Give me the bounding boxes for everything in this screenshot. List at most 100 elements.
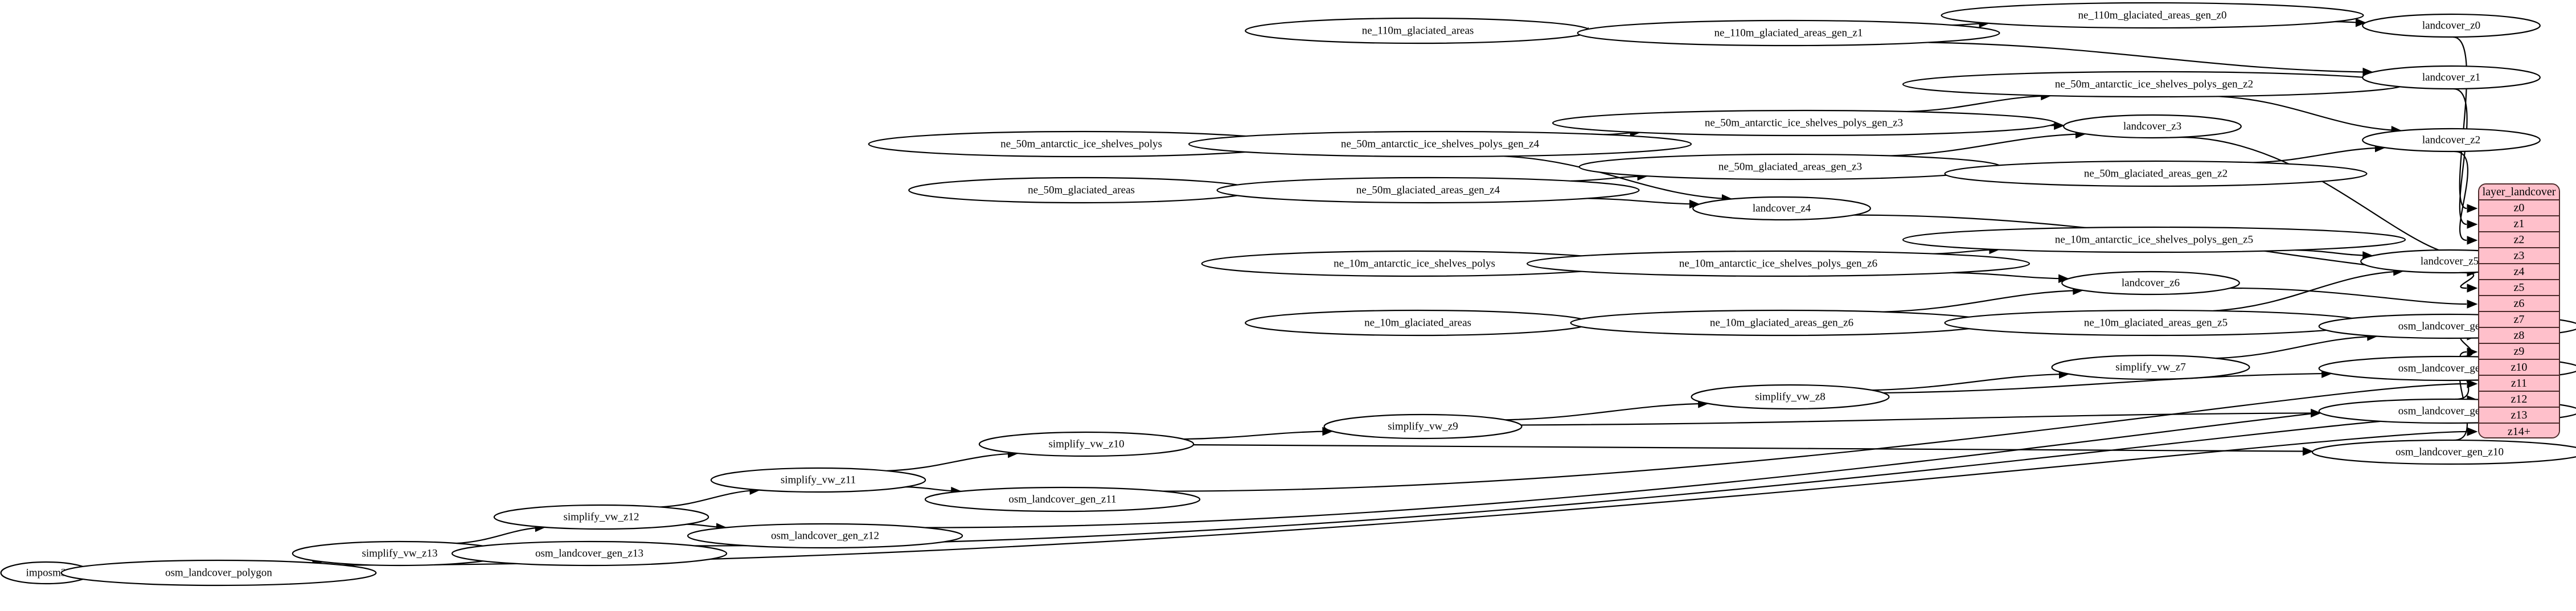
node-shape — [1941, 2, 2364, 29]
graph-edge — [342, 427, 2478, 566]
graph-edge — [1928, 42, 2374, 77]
node-label: ne_10m_glaciated_areas_gen_z5 — [2084, 317, 2228, 329]
node-label: ne_10m_antarctic_ice_shelves_polys — [1334, 257, 1495, 269]
layer-landcover-row-z9[interactable]: z9 — [2479, 344, 2559, 360]
graph-node-ne_50m_glaciated_areas_gen_z3[interactable]: ne_50m_glaciated_areas_gen_z3 — [1578, 153, 2002, 181]
node-shape — [1692, 196, 1871, 221]
graph-node-ne_10m_antarctic_ice_shelves_polys_gen_z6[interactable]: ne_10m_antarctic_ice_shelves_polys_gen_z… — [1526, 250, 2031, 277]
node-label: ne_110m_glaciated_areas_gen_z0 — [2078, 9, 2227, 21]
layer-landcover-row-z11[interactable]: z11 — [2479, 376, 2559, 392]
graph-node-ne_50m_glaciated_areas_gen_z4[interactable]: ne_50m_glaciated_areas_gen_z4 — [1216, 177, 1640, 204]
graph-node-landcover_z4[interactable]: landcover_z4 — [1692, 196, 1871, 221]
graph-node-osm_landcover_gen_z10[interactable]: osm_landcover_gen_z10 — [2311, 439, 2576, 465]
node-shape — [1323, 413, 1523, 440]
graph-node-simplify_vw_z12[interactable]: simplify_vw_z12 — [493, 504, 709, 530]
graph-node-osm_landcover_gen_z12[interactable]: osm_landcover_gen_z12 — [687, 523, 963, 549]
graph-node-ne_110m_glaciated_areas[interactable]: ne_110m_glaciated_areas — [1245, 17, 1591, 44]
edge-line — [1883, 289, 2083, 313]
layer-landcover-row-z2[interactable]: z2 — [2479, 232, 2559, 248]
graph-node-ne_110m_glaciated_areas_gen_z1[interactable]: ne_110m_glaciated_areas_gen_z1 — [1577, 19, 2000, 47]
graph-node-ne_110m_glaciated_areas_gen_z0[interactable]: ne_110m_glaciated_areas_gen_z0 — [1941, 2, 2364, 29]
node-label: simplify_vw_z7 — [2115, 361, 2186, 373]
graph-node-ne_50m_glaciated_areas_gen_z2[interactable]: ne_50m_glaciated_areas_gen_z2 — [1944, 160, 2368, 187]
graph-node-osm_landcover_gen_z13[interactable]: osm_landcover_gen_z13 — [451, 540, 728, 567]
layer-landcover-row-z7[interactable]: z7 — [2479, 312, 2559, 328]
graph-edge — [2218, 96, 2402, 135]
graph-edge — [1521, 408, 2322, 426]
node-label: osm_landcover_gen_z11 — [1008, 493, 1116, 505]
edge-line — [1183, 430, 1332, 440]
graph-node-osm_landcover_gen_z11[interactable]: osm_landcover_gen_z11 — [924, 486, 1201, 512]
graph-edge — [659, 486, 761, 508]
node-label: simplify_vw_z8 — [1755, 391, 1826, 403]
graph-node-ne_50m_antarctic_ice_shelves_polys_gen_z2[interactable]: ne_50m_antarctic_ice_shelves_polys_gen_z… — [1902, 71, 2406, 98]
node-label: ne_50m_glaciated_areas_gen_z2 — [2084, 167, 2228, 179]
layer-landcover-row-z10[interactable]: z10 — [2479, 360, 2559, 376]
graph-node-ne_50m_antarctic_ice_shelves_polys[interactable]: ne_50m_antarctic_ice_shelves_polys — [868, 130, 1295, 158]
graph-node-ne_50m_glaciated_areas[interactable]: ne_50m_glaciated_areas — [908, 177, 1254, 204]
node-label: landcover_z4 — [1753, 202, 1811, 214]
layer-landcover-row-z4[interactable]: z4 — [2479, 264, 2559, 280]
edge-line — [2454, 150, 2469, 241]
node-label: ne_50m_glaciated_areas — [1028, 184, 1135, 196]
graph-edge — [2295, 249, 2373, 260]
graph-node-ne_10m_glaciated_areas_gen_z6[interactable]: ne_10m_glaciated_areas_gen_z6 — [1570, 309, 1993, 337]
node-shape — [1526, 250, 2031, 277]
node-shape — [1216, 177, 1640, 204]
layer-landcover-row-z6[interactable]: z6 — [2479, 296, 2559, 312]
edge-arrowhead — [2467, 204, 2478, 213]
node-label: osm_landcover_gen_z9 — [2398, 405, 2501, 417]
node-label: osm_landcover_gen_z10 — [2395, 446, 2504, 458]
node-shape — [1552, 109, 2056, 137]
edge-line — [1521, 412, 2321, 426]
graph-node-landcover_z1[interactable]: landcover_z1 — [2362, 65, 2541, 90]
graph-node-ne_50m_antarctic_ice_shelves_polys_gen_z3[interactable]: ne_50m_antarctic_ice_shelves_polys_gen_z… — [1552, 109, 2056, 137]
graph-node-ne_10m_glaciated_areas_gen_z5[interactable]: ne_10m_glaciated_areas_gen_z5 — [1944, 309, 2368, 337]
graph-edge — [2460, 272, 2478, 293]
graph-node-ne_10m_antarctic_ice_shelves_polys_gen_z5[interactable]: ne_10m_antarctic_ice_shelves_polys_gen_z… — [1902, 226, 2406, 253]
graph-node-simplify_vw_z8[interactable]: simplify_vw_z8 — [1691, 384, 1890, 410]
layer-landcover-row-z3[interactable]: z3 — [2479, 248, 2559, 264]
edge-line — [1883, 372, 2332, 394]
node-shape — [60, 559, 377, 587]
graph-node-ne_10m_antarctic_ice_shelves_polys[interactable]: ne_10m_antarctic_ice_shelves_polys — [1201, 250, 1628, 277]
graph-edge — [2230, 287, 2478, 309]
graph-node-simplify_vw_z9[interactable]: simplify_vw_z9 — [1323, 413, 1523, 440]
graph-node-simplify_vw_z11[interactable]: simplify_vw_z11 — [710, 467, 926, 493]
node-label: ne_50m_antarctic_ice_shelves_polys_gen_z… — [1341, 138, 1540, 150]
graph-node-landcover_z0[interactable]: landcover_z0 — [2362, 13, 2541, 38]
edge-line — [1928, 42, 2373, 73]
edge-line — [1570, 175, 1648, 182]
graph-edge — [1883, 286, 2084, 313]
node-label: ne_50m_antarctic_ice_shelves_polys — [1000, 138, 1162, 150]
layer-landcover-row-z13[interactable]: z13 — [2479, 408, 2559, 424]
graph-node-osm_landcover_polygon[interactable]: osm_landcover_polygon — [60, 559, 377, 587]
layer-landcover-row-z0[interactable]: z0 — [2479, 200, 2559, 216]
graph-edge — [1587, 198, 1700, 209]
edge-arrowhead — [2467, 300, 2478, 309]
edge-line — [1952, 272, 2069, 280]
graph-node-ne_50m_antarctic_ice_shelves_polys_gen_z4[interactable]: ne_50m_antarctic_ice_shelves_polys_gen_z… — [1188, 130, 1692, 158]
node-label: osm_landcover_gen_z8 — [2398, 362, 2501, 374]
node-label: ne_50m_glaciated_areas_gen_z4 — [1356, 184, 1500, 196]
node-label: osm_landcover_gen_z12 — [771, 530, 879, 542]
layer-landcover-row-z5[interactable]: z5 — [2479, 280, 2559, 296]
graph-node-simplify_vw_z10[interactable]: simplify_vw_z10 — [978, 431, 1195, 457]
graph-node-ne_10m_glaciated_areas[interactable]: ne_10m_glaciated_areas — [1245, 309, 1591, 337]
graph-node-simplify_vw_z13[interactable]: simplify_vw_z13 — [292, 540, 508, 567]
node-label: simplify_vw_z13 — [362, 547, 438, 559]
layer-landcover-row-z14+[interactable]: z14+ — [2479, 424, 2559, 437]
layer-landcover-row-z1[interactable]: z1 — [2479, 216, 2559, 232]
graph-node-landcover_z6[interactable]: landcover_z6 — [2061, 270, 2240, 296]
graph-node-landcover_z2[interactable]: landcover_z2 — [2362, 128, 2541, 153]
edge-line — [2216, 335, 2377, 359]
graph-node-simplify_vw_z7[interactable]: simplify_vw_z7 — [2051, 354, 2250, 380]
layer-landcover-row-z12[interactable]: z12 — [2479, 392, 2559, 408]
graph-node-landcover_z3[interactable]: landcover_z3 — [2063, 114, 2242, 139]
edge-arrowhead — [2302, 446, 2314, 456]
layer-landcover-row-z8[interactable]: z8 — [2479, 328, 2559, 344]
